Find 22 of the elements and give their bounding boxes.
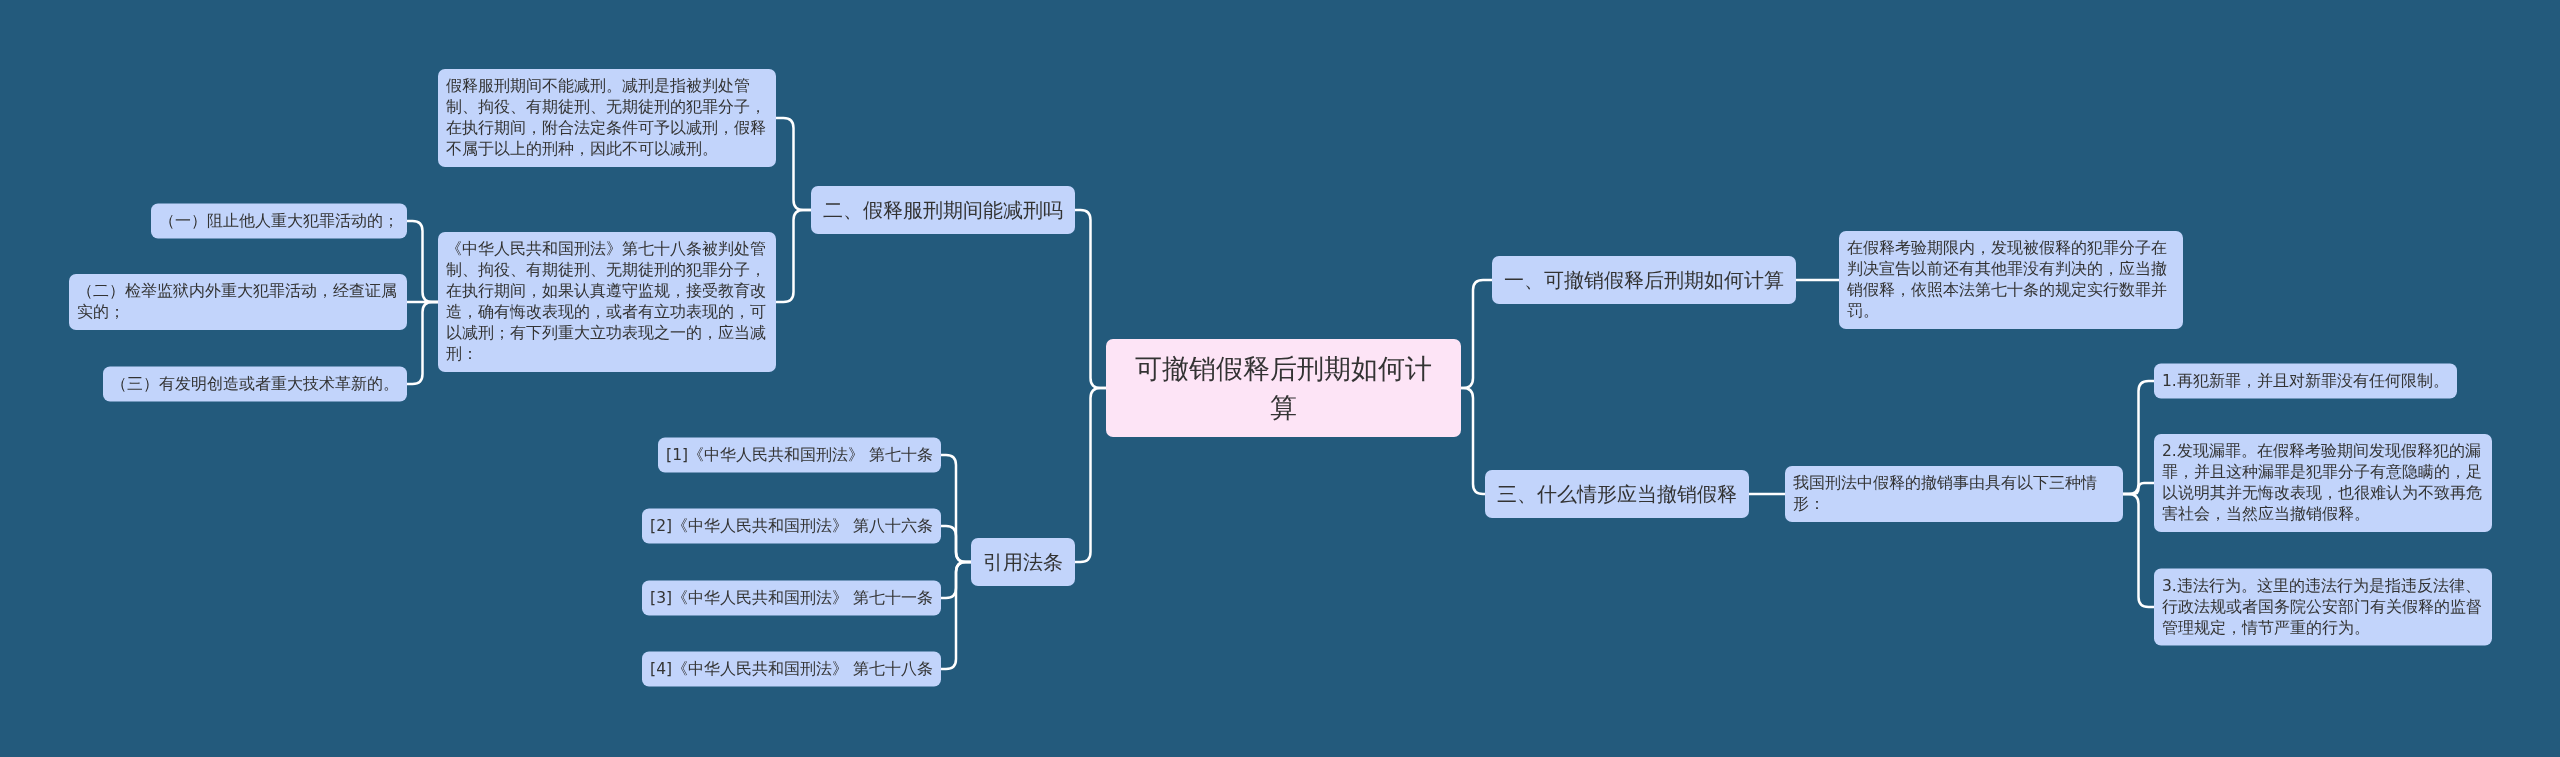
note-box: 3.违法行为。这里的违法行为是指违反法律、行政法规或者国务院公安部门有关假释的监督管理规定，情节严重的行为。: [2154, 568, 2492, 646]
note-box: 《中华人民共和国刑法》第七十八条被判处管制、拘役、有期徒刑、无期徒刑的犯罪分子，在执行期间，如果认真遵守监规，接受教育改造，确有悔改表现的，或者有立功表现的，可以减刑；有下列重大立功表现之一的，应当减刑：: [438, 232, 776, 372]
connector-line: [1461, 386, 1485, 496]
connector-line: [1796, 278, 1839, 282]
note-box: 在假释考验期限内，发现被假释的犯罪分子在判决宣告以前还有其他罪没有判决的，应当撤销假释，依照本法第七十条的规定实行数罪并罚。: [1839, 231, 2183, 329]
note-box: （二）检举监狱内外重大犯罪活动，经查证属实的；: [69, 274, 407, 330]
central-topic-box: 可撤销假释后刑期如何计算: [1106, 339, 1461, 437]
note-box: 1.再犯新罪，并且对新罪没有任何限制。: [2154, 363, 2457, 399]
note-box: 假释服刑期间不能减刑。减刑是指被判处管制、拘役、有期徒刑、无期徒刑的犯罪分子，在执行期间，附合法定条件可予以减刑，假释不属于以上的刑种，因此不可以减刑。: [438, 69, 776, 167]
note-box: （三）有发明创造或者重大技术革新的。: [103, 366, 407, 402]
topic-box: 二、假释服刑期间能减刑吗: [811, 186, 1075, 234]
note-box: （一）阻止他人重大犯罪活动的；: [151, 203, 407, 239]
note-box: [2]《中华人民共和国刑法》 第八十六条: [642, 508, 941, 544]
note-box: 2.发现漏罪。在假释考验期间发现假释犯的漏罪，并且这种漏罪是犯罪分子有意隐瞒的，足以说明其并无悔改表现，也很难认为不致再危害社会，当然应当撤销假释。: [2154, 434, 2492, 532]
note-box: [4]《中华人民共和国刑法》 第七十八条: [642, 651, 941, 687]
note-box: 我国刑法中假释的撤销事由具有以下三种情形：: [1785, 466, 2123, 522]
topic-box: 一、可撤销假释后刑期如何计算: [1492, 256, 1796, 304]
note-box: [1]《中华人民共和国刑法》 第七十条: [658, 437, 941, 473]
topic-box: 引用法条: [971, 538, 1075, 586]
topic-box: 三、什么情形应当撤销假释: [1485, 470, 1749, 518]
connector-line: [1749, 492, 1785, 496]
note-box: [3]《中华人民共和国刑法》 第七十一条: [642, 580, 941, 616]
